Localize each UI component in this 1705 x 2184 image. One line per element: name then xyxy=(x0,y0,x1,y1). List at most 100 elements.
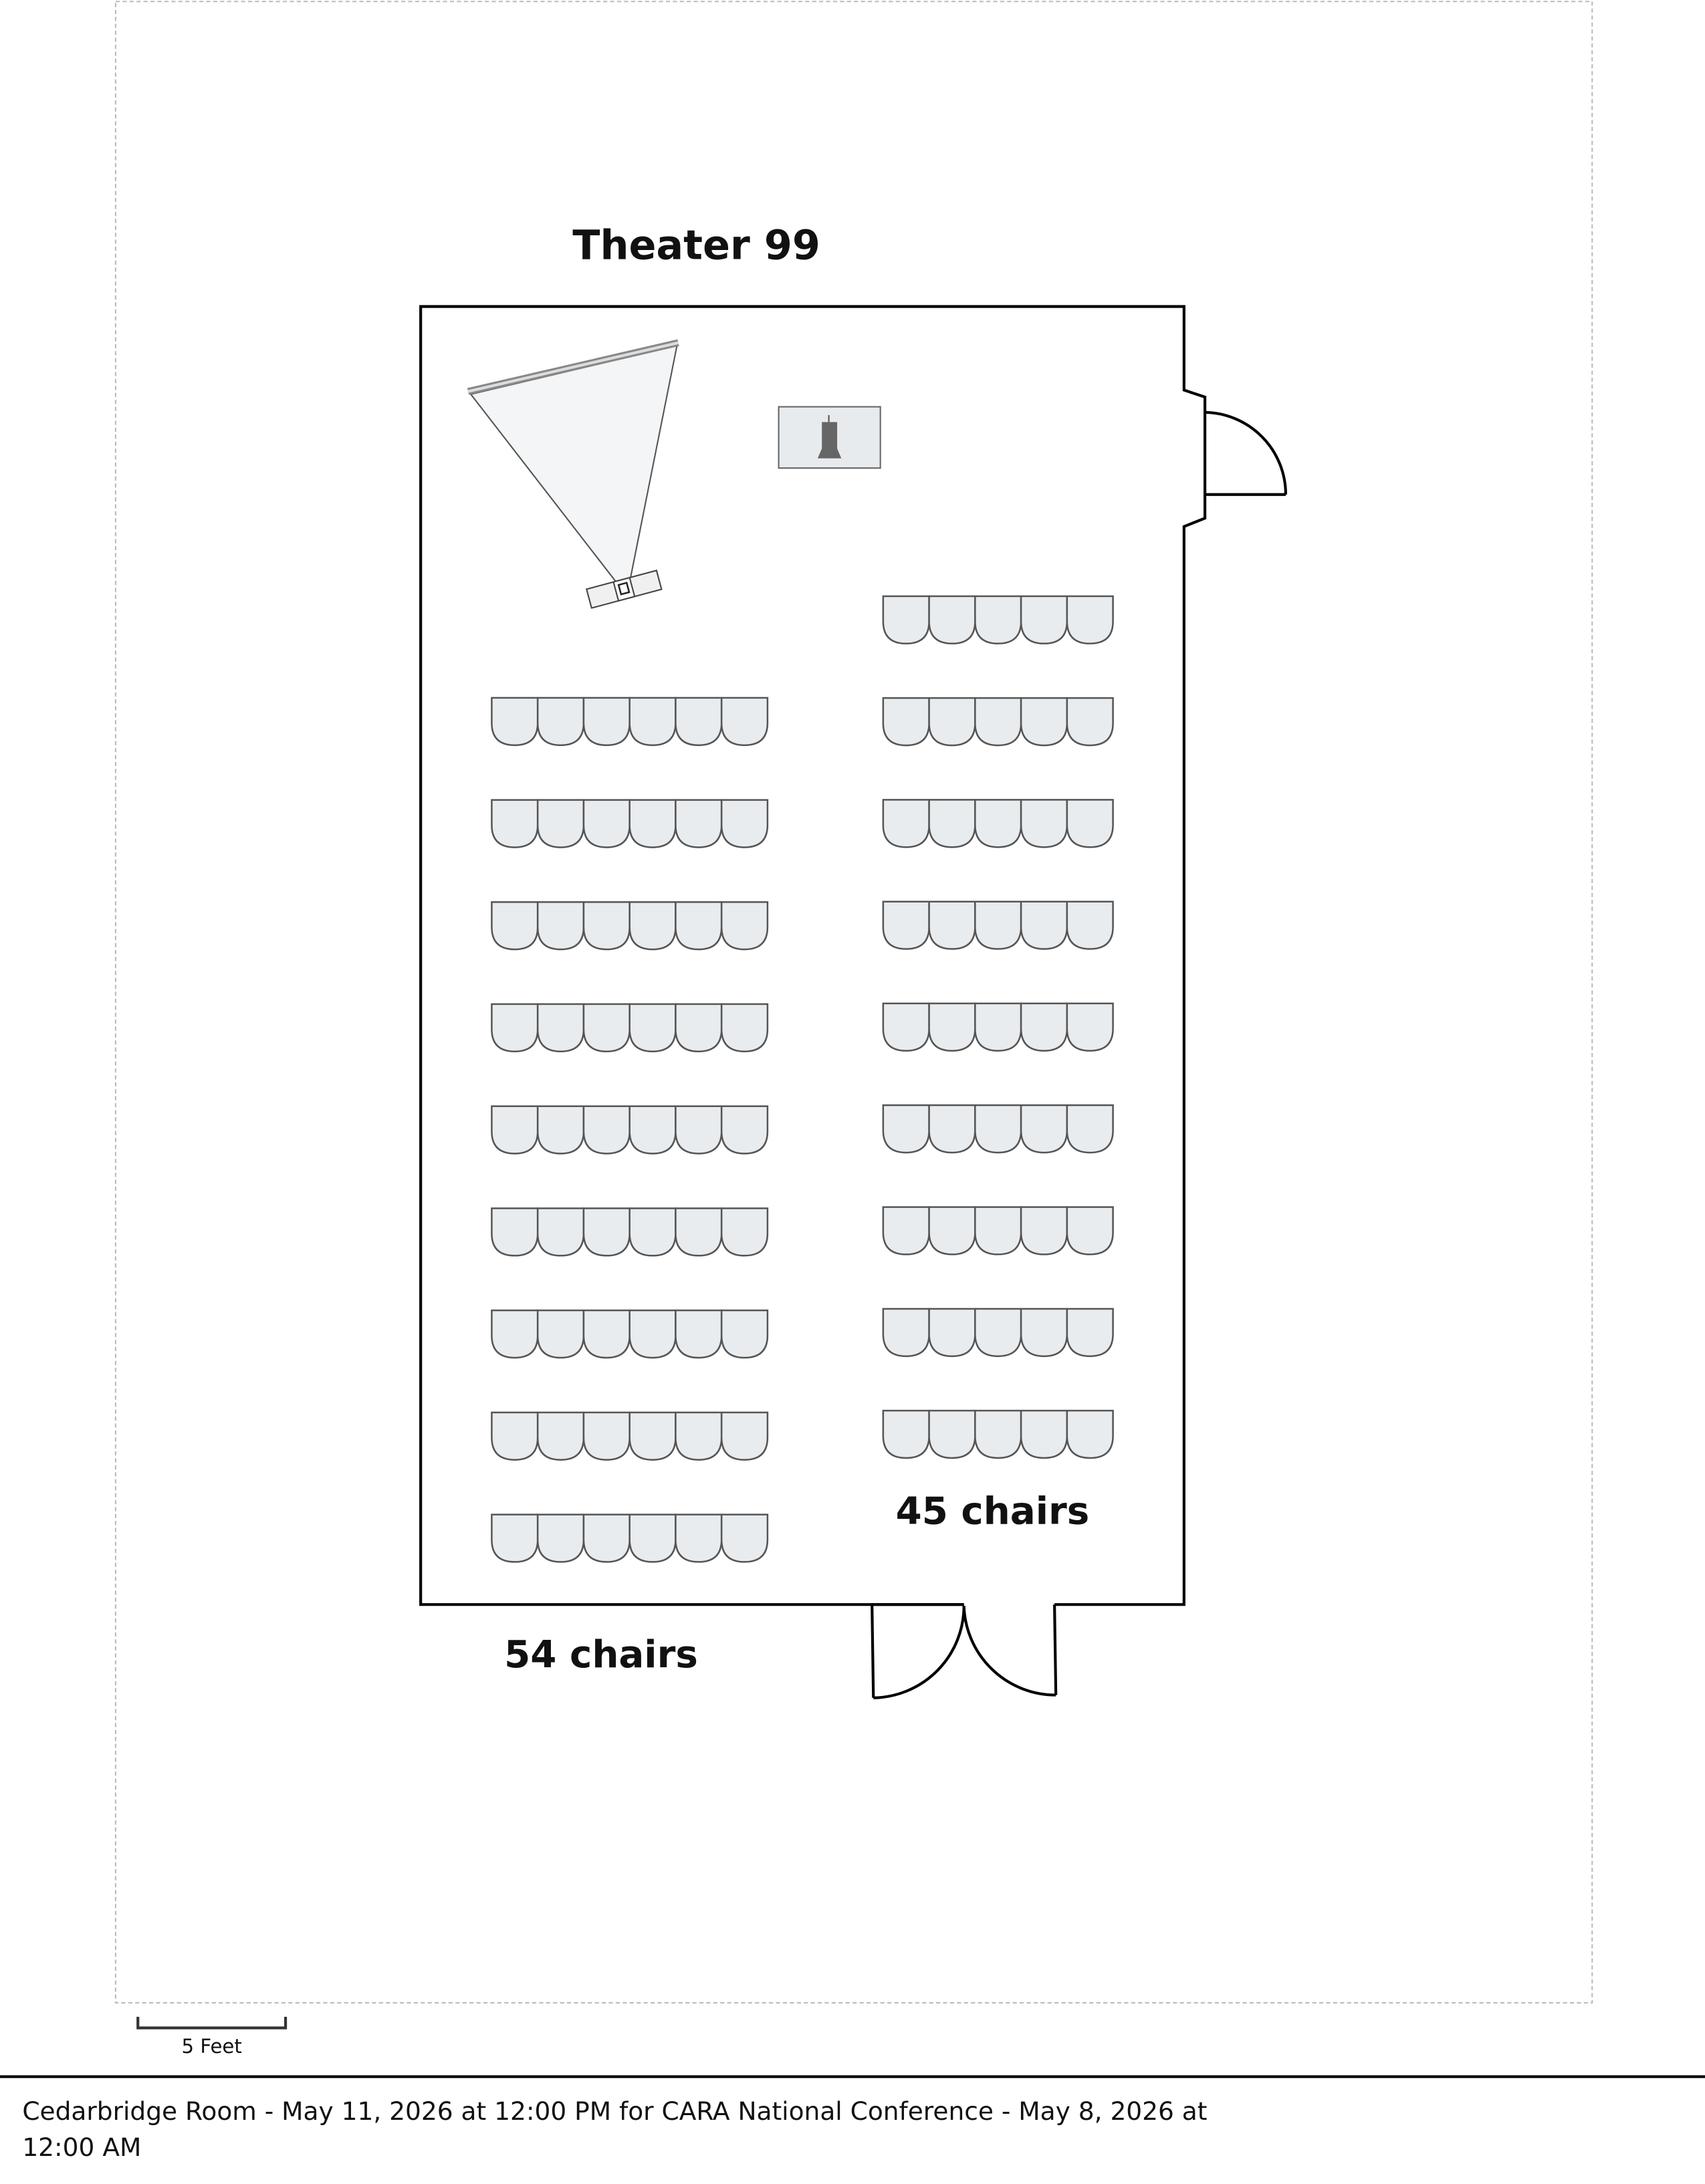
chair xyxy=(1066,799,1114,848)
chair xyxy=(629,1105,677,1155)
chair xyxy=(720,1411,769,1461)
chair xyxy=(720,799,769,848)
chair xyxy=(1066,900,1114,950)
chair xyxy=(928,1308,976,1357)
chair xyxy=(536,697,585,747)
chair xyxy=(582,697,631,747)
chair xyxy=(928,799,976,848)
chair xyxy=(491,799,539,848)
chair xyxy=(974,1206,1022,1255)
chair xyxy=(974,697,1022,747)
projection-screen xyxy=(467,339,679,586)
chair xyxy=(675,1513,723,1563)
chair xyxy=(882,1206,930,1255)
chair xyxy=(882,1409,930,1459)
chair xyxy=(582,1309,631,1359)
chair xyxy=(1020,1206,1068,1255)
chair xyxy=(974,595,1022,644)
scale-label: 5 Feet xyxy=(182,2035,242,2058)
chair xyxy=(536,901,585,951)
chair xyxy=(882,1104,930,1154)
chair xyxy=(536,1309,585,1359)
chair xyxy=(1020,1002,1068,1052)
chair xyxy=(629,1411,677,1461)
chair xyxy=(582,1003,631,1053)
chair xyxy=(675,799,723,848)
chair xyxy=(675,1411,723,1461)
chair xyxy=(974,1308,1022,1357)
chair xyxy=(536,799,585,848)
chair xyxy=(974,1409,1022,1459)
chair xyxy=(928,900,976,950)
chair xyxy=(491,1309,539,1359)
layout-title: Theater 99 xyxy=(572,223,820,269)
left-chair-block xyxy=(491,697,769,1563)
chair xyxy=(720,1003,769,1053)
chair xyxy=(675,1309,723,1359)
chair xyxy=(974,900,1022,950)
chair xyxy=(536,1411,585,1461)
chair xyxy=(1066,595,1114,644)
chair xyxy=(974,1104,1022,1154)
chair xyxy=(1020,900,1068,950)
chair xyxy=(720,1105,769,1155)
chair xyxy=(1066,697,1114,747)
chair xyxy=(882,799,930,848)
chair xyxy=(928,1409,976,1459)
podium-icon xyxy=(778,406,881,469)
chair xyxy=(582,1411,631,1461)
chair xyxy=(1066,1002,1114,1052)
chair xyxy=(629,901,677,951)
chair xyxy=(1066,1308,1114,1357)
footer-line-1: Cedarbridge Room - May 11, 2026 at 12:00… xyxy=(22,2096,1207,2126)
chair xyxy=(1020,1308,1068,1357)
chair xyxy=(882,1002,930,1052)
canvas-border xyxy=(114,1,1593,2004)
chair xyxy=(720,1207,769,1257)
chair xyxy=(491,1207,539,1257)
side-door xyxy=(1205,410,1287,496)
left-section-label: 54 chairs xyxy=(504,1633,698,1677)
chair xyxy=(582,799,631,848)
chair xyxy=(1066,1206,1114,1255)
chair xyxy=(1066,1104,1114,1154)
chair xyxy=(928,1206,976,1255)
chair xyxy=(882,697,930,747)
chair xyxy=(675,1105,723,1155)
chair xyxy=(582,1105,631,1155)
chair xyxy=(491,1411,539,1461)
chair xyxy=(582,901,631,951)
chair xyxy=(536,1207,585,1257)
chair xyxy=(629,1309,677,1359)
chair xyxy=(882,1308,930,1357)
chair xyxy=(1020,1104,1068,1154)
right-section-label: 45 chairs xyxy=(896,1489,1090,1533)
chair xyxy=(882,900,930,950)
chair xyxy=(629,1207,677,1257)
chair xyxy=(491,697,539,747)
chair xyxy=(882,595,930,644)
chair xyxy=(928,697,976,747)
double-door xyxy=(871,1604,1058,1699)
chair xyxy=(582,1513,631,1563)
chair xyxy=(1020,595,1068,644)
chair xyxy=(582,1207,631,1257)
chair xyxy=(1020,799,1068,848)
chair xyxy=(491,1003,539,1053)
chair xyxy=(536,1513,585,1563)
chair xyxy=(1020,1409,1068,1459)
footer-line-2: 12:00 AM xyxy=(22,2133,141,2162)
chair xyxy=(629,799,677,848)
chair xyxy=(675,1207,723,1257)
chair xyxy=(974,799,1022,848)
chair xyxy=(928,1002,976,1052)
chair xyxy=(1020,697,1068,747)
chair xyxy=(536,1003,585,1053)
chair xyxy=(720,1309,769,1359)
chair xyxy=(720,1513,769,1563)
chair xyxy=(629,1513,677,1563)
chair xyxy=(928,1104,976,1154)
right-chair-block xyxy=(882,595,1114,1459)
chair xyxy=(974,1002,1022,1052)
